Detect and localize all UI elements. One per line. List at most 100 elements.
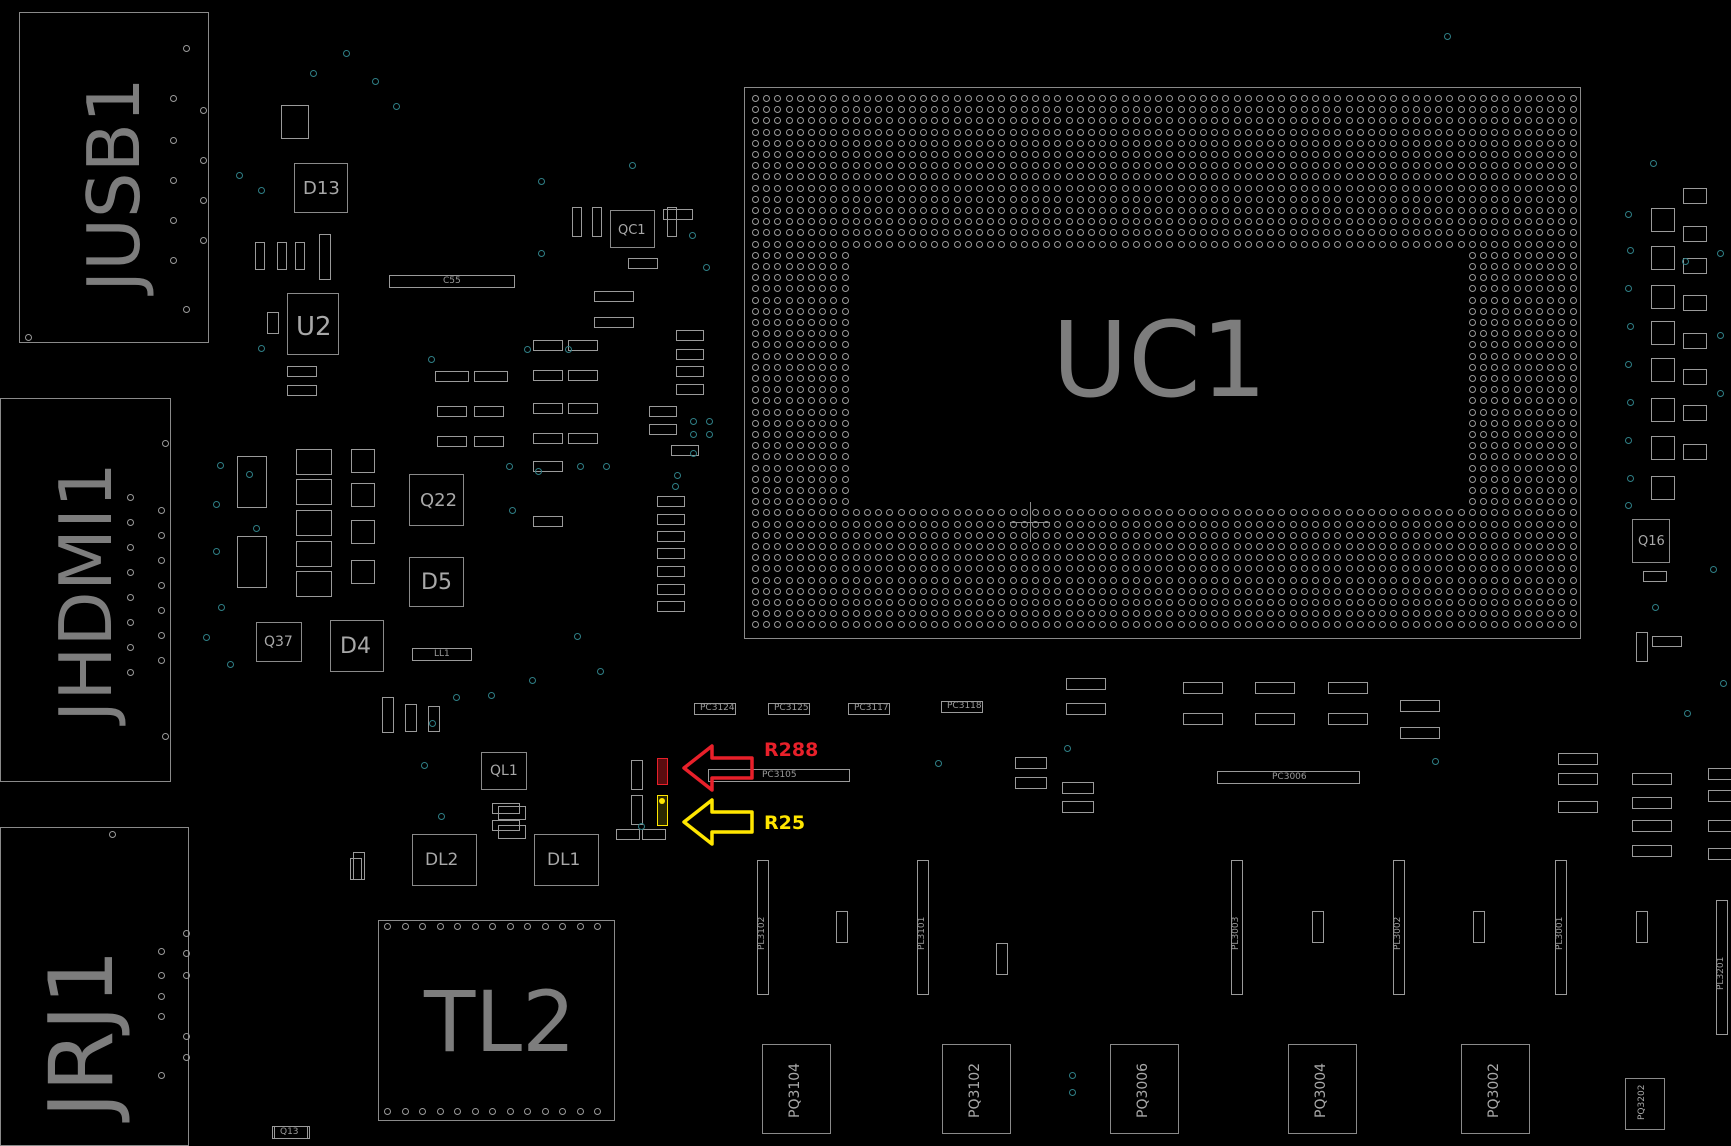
bga-ball xyxy=(897,587,905,595)
bga-ball xyxy=(942,599,950,606)
dl1-component xyxy=(534,834,599,886)
bga-ball xyxy=(920,554,927,562)
bga-ball xyxy=(1244,240,1252,248)
bga-ball xyxy=(1412,106,1420,114)
bga-ball xyxy=(752,151,759,158)
bga-ball xyxy=(1233,139,1241,147)
bga-ball xyxy=(1211,531,1219,539)
bga-ball xyxy=(1345,587,1353,595)
bga-ball xyxy=(1536,128,1543,136)
bga-ball xyxy=(1536,296,1543,304)
small-part xyxy=(1400,727,1440,739)
bga-ball xyxy=(785,498,793,506)
bga-ball xyxy=(1132,195,1140,203)
bga-ball xyxy=(1502,487,1510,494)
small-part xyxy=(657,514,685,525)
bga-ball xyxy=(1536,431,1543,438)
bga-ball xyxy=(1547,565,1555,573)
bga-ball xyxy=(1177,531,1185,539)
small-part xyxy=(281,105,309,139)
bga-ball xyxy=(1020,184,1028,192)
bga-ball xyxy=(1480,207,1487,214)
bga-ball xyxy=(1536,621,1543,629)
bga-ball xyxy=(1457,184,1465,192)
bga-ball xyxy=(774,419,782,427)
bga-ball xyxy=(830,106,838,114)
bga-ball xyxy=(1076,195,1084,203)
bga-ball xyxy=(897,509,905,517)
bga-ball xyxy=(1569,285,1577,293)
q22-label: Q22 xyxy=(420,490,458,511)
bga-ball xyxy=(808,95,815,102)
bga-ball xyxy=(987,599,995,606)
bga-ball xyxy=(852,520,860,528)
bga-ball xyxy=(1312,95,1319,102)
bga-ball xyxy=(1435,621,1443,629)
bga-ball xyxy=(1211,240,1219,248)
bga-ball xyxy=(1502,352,1510,360)
bga-ball xyxy=(908,531,916,539)
bga-ball xyxy=(875,207,883,214)
bga-ball xyxy=(1334,195,1342,203)
bga-ball xyxy=(920,229,927,237)
small-part xyxy=(474,436,504,447)
bga-ball xyxy=(1054,599,1062,606)
bga-ball xyxy=(1513,554,1521,562)
bga-ball xyxy=(1379,229,1387,237)
bga-ball xyxy=(1457,173,1465,181)
bga-ball xyxy=(1491,117,1499,125)
bga-ball xyxy=(953,184,961,192)
bga-ball xyxy=(1401,151,1409,158)
bga-ball xyxy=(1312,207,1319,214)
bga-ball xyxy=(1558,453,1566,461)
bga-ball xyxy=(1468,587,1476,595)
bga-ball xyxy=(1435,95,1443,102)
bga-ball xyxy=(1054,195,1062,203)
bga-ball xyxy=(1009,218,1017,226)
bga-ball xyxy=(1536,106,1543,114)
bga-ball xyxy=(1468,363,1476,371)
bga-ball xyxy=(1513,117,1521,125)
bga-ball xyxy=(1334,565,1342,573)
small-part xyxy=(533,340,563,351)
bga-ball xyxy=(1468,117,1476,125)
bga-ball xyxy=(1278,128,1286,136)
bga-ball xyxy=(976,106,983,114)
bga-ball xyxy=(1558,397,1566,405)
bga-ball xyxy=(1480,442,1487,450)
bga-ball xyxy=(819,128,827,136)
bga-ball xyxy=(841,296,849,304)
bga-ball xyxy=(953,621,961,629)
bga-ball xyxy=(1054,587,1062,595)
bga-ball xyxy=(864,621,871,629)
via xyxy=(690,450,697,457)
bga-ball xyxy=(1155,554,1163,562)
bga-ball xyxy=(1547,341,1555,349)
bga-ball xyxy=(1547,442,1555,450)
bga-ball xyxy=(808,263,815,270)
bga-ball xyxy=(1524,509,1532,517)
bga-ball xyxy=(830,363,838,371)
bga-ball xyxy=(1300,610,1308,618)
bga-ball xyxy=(1110,610,1118,618)
bga-ball xyxy=(1412,151,1420,158)
small-part xyxy=(649,406,677,417)
bga-ball xyxy=(1513,128,1521,136)
bga-ball xyxy=(1513,487,1521,494)
r288-arrow xyxy=(682,744,754,792)
bga-ball xyxy=(1200,218,1207,226)
small-part xyxy=(568,433,598,444)
bga-ball xyxy=(1446,509,1454,517)
pl3003-component xyxy=(1231,860,1243,995)
bga-ball xyxy=(1054,520,1062,528)
bga-ball xyxy=(1211,610,1219,618)
bga-ball xyxy=(1132,576,1140,584)
bga-ball xyxy=(819,397,827,405)
via xyxy=(343,50,350,57)
bga-ball xyxy=(1491,240,1499,248)
bga-ball xyxy=(1256,184,1263,192)
uc1-chip-outline xyxy=(744,87,1581,639)
bga-ball xyxy=(1043,106,1051,114)
bga-ball xyxy=(774,442,782,450)
bga-ball xyxy=(1065,531,1073,539)
